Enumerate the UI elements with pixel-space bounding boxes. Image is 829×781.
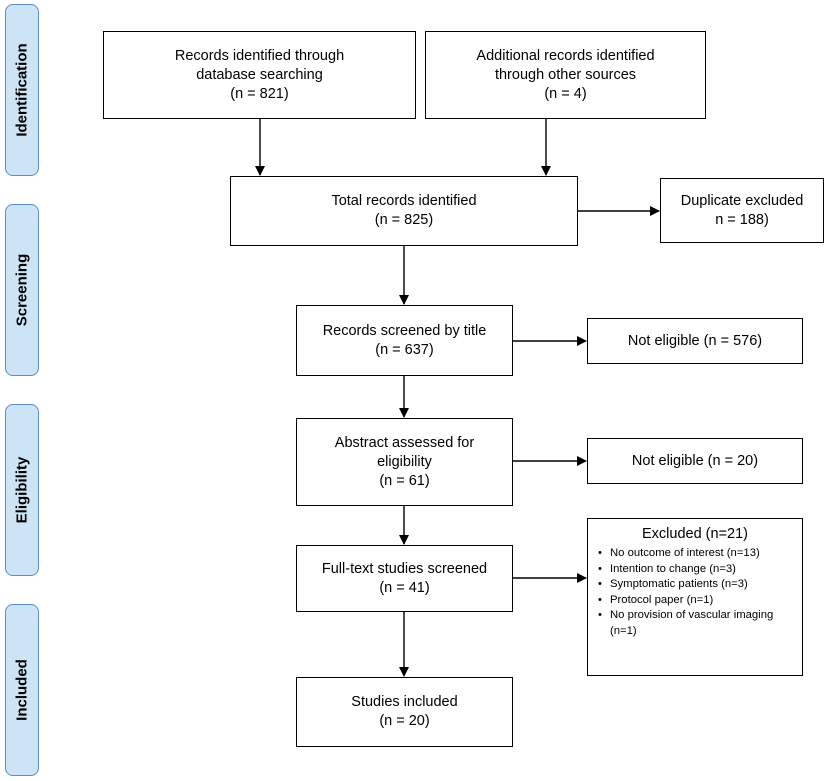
excluded-title: Excluded (n=21)	[642, 526, 748, 542]
database-records-box: Records identified through database sear…	[103, 31, 416, 119]
stage-identification: Identification	[5, 4, 39, 176]
abstract-box: Abstract assessed for eligibility (n = 6…	[296, 418, 513, 506]
not-eligible-title-box: Not eligible (n = 576)	[587, 318, 803, 364]
excluded-box: Excluded (n=21) No outcome of interest (…	[587, 518, 803, 676]
stage-included-label: Included	[13, 659, 31, 721]
stage-screening: Screening	[5, 204, 39, 376]
excluded-list: No outcome of interest (n=13) Intention …	[596, 546, 794, 639]
excluded-item: Protocol paper (n=1)	[596, 593, 794, 609]
excluded-item: Intention to change (n=3)	[596, 562, 794, 578]
fulltext-box: Full-text studies screened (n = 41)	[296, 545, 513, 612]
total-records-box: Total records identified (n = 825)	[230, 176, 578, 246]
studies-included-box: Studies included (n = 20)	[296, 677, 513, 747]
stage-eligibility: Eligibility	[5, 404, 39, 576]
excluded-item: No provision of vascular imaging (n=1)	[596, 608, 794, 639]
other-sources-box: Additional records identified through ot…	[425, 31, 706, 119]
not-eligible-abstract-box: Not eligible (n = 20)	[587, 438, 803, 484]
stage-screening-label: Screening	[13, 253, 31, 327]
stage-identification-label: Identification	[13, 43, 31, 137]
title-screen-box: Records screened by title (n = 637)	[296, 305, 513, 376]
stage-eligibility-label: Eligibility	[13, 456, 31, 524]
excluded-item: Symptomatic patients (n=3)	[596, 577, 794, 593]
excluded-item: No outcome of interest (n=13)	[596, 546, 794, 562]
duplicate-excluded-box: Duplicate excluded n = 188)	[660, 178, 824, 243]
stage-included: Included	[5, 604, 39, 776]
